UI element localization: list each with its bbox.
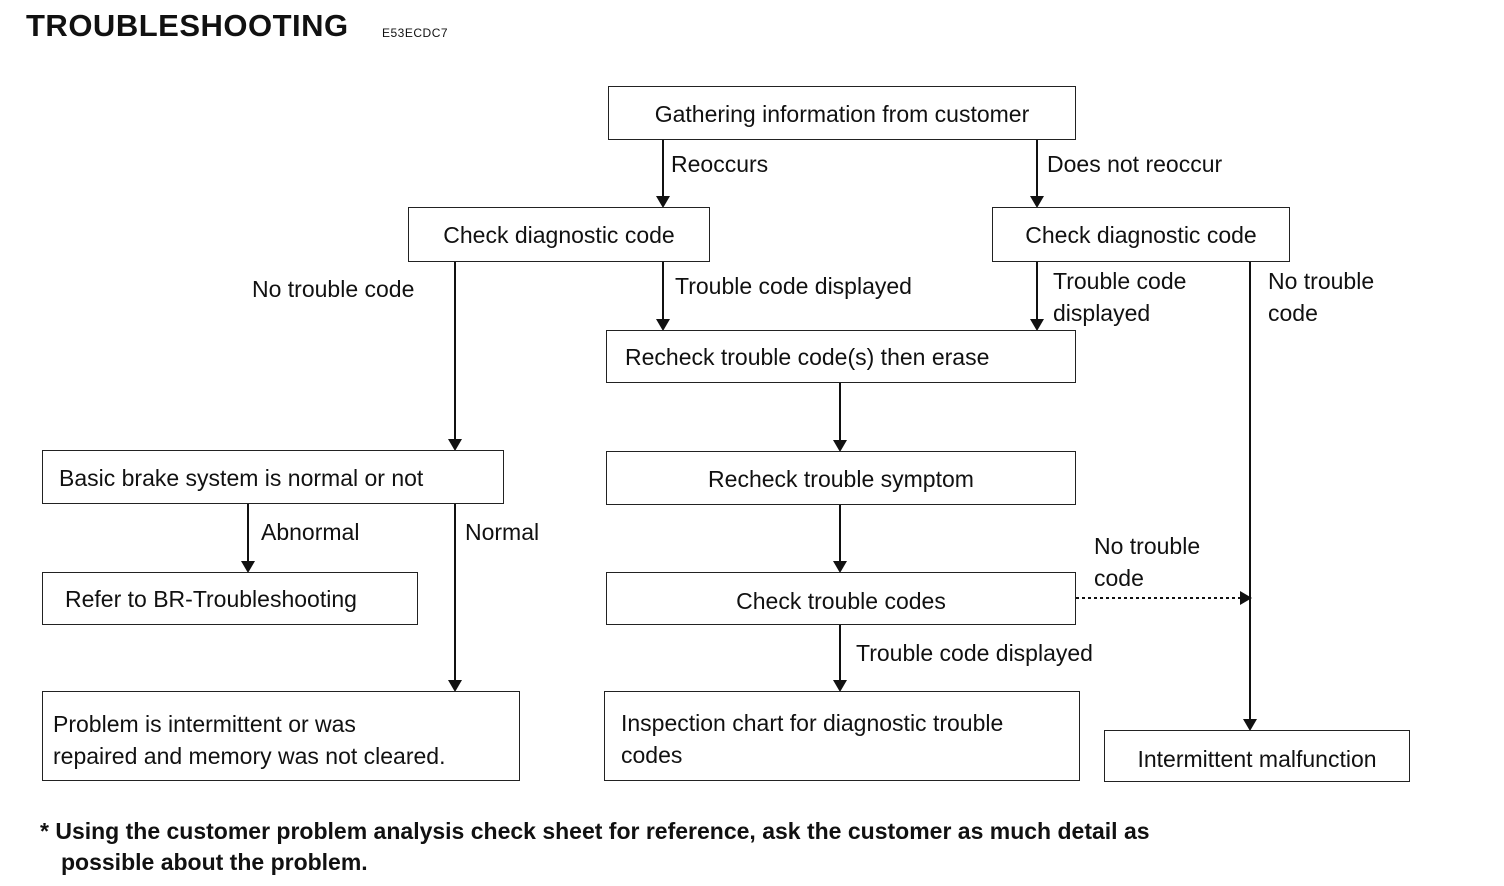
label-no-trouble-code-mid: No trouble code xyxy=(1094,530,1200,594)
label-no-trouble-mid-line1: No trouble xyxy=(1094,533,1201,559)
footnote-line-2: possible about the problem. xyxy=(61,849,368,875)
label-no-trouble-code-left: No trouble code xyxy=(252,276,415,302)
label-no-trouble-mid-line2: code xyxy=(1094,565,1144,591)
footnote-line-1: * Using the customer problem analysis ch… xyxy=(40,818,1150,844)
label-normal: Normal xyxy=(465,519,540,545)
node-basic-brake-system: Basic brake system is normal or not xyxy=(42,450,504,504)
node-recheck-trouble-symptom: Recheck trouble symptom xyxy=(606,451,1076,505)
inspection-line-1: Inspection chart for diagnostic trouble xyxy=(621,710,1004,736)
label-no-trouble-right-line2: code xyxy=(1268,300,1318,326)
inspection-line-2: codes xyxy=(621,742,683,768)
node-check-diagnostic-code-right: Check diagnostic code xyxy=(992,207,1290,262)
node-inspection-chart: Inspection chart for diagnostic trouble … xyxy=(604,691,1080,781)
label-trouble-code-right-line2: displayed xyxy=(1053,300,1151,326)
node-refer-br-troubleshooting: Refer to BR-Troubleshooting xyxy=(42,572,418,625)
document-code: E53ECDC7 xyxy=(382,26,449,40)
node-check-diagnostic-code-left: Check diagnostic code xyxy=(408,207,710,262)
label-does-not-reoccur: Does not reoccur xyxy=(1047,151,1223,177)
label-trouble-code-displayed-bottom: Trouble code displayed xyxy=(856,640,1093,666)
label-no-trouble-right-line1: No trouble xyxy=(1268,268,1375,294)
label-trouble-code-displayed-mid: Trouble code displayed xyxy=(675,273,912,299)
node-intermittent-malfunction: Intermittent malfunction xyxy=(1104,730,1410,782)
problem-line-2: repaired and memory was not cleared. xyxy=(53,743,446,769)
label-trouble-code-right-line1: Trouble code xyxy=(1053,268,1187,294)
node-gathering-information: Gathering information from customer xyxy=(608,86,1076,140)
problem-line-1: Problem is intermittent or was xyxy=(53,711,356,737)
node-problem-intermittent: Problem is intermittent or was repaired … xyxy=(42,691,520,781)
label-abnormal: Abnormal xyxy=(261,519,360,545)
label-trouble-code-right: Trouble code displayed xyxy=(1053,265,1186,329)
node-recheck-trouble-codes-erase: Recheck trouble code(s) then erase xyxy=(606,330,1076,383)
footnote: * Using the customer problem analysis ch… xyxy=(40,816,1150,878)
label-reoccurs: Reoccurs xyxy=(671,151,769,177)
label-no-trouble-code-right: No trouble code xyxy=(1268,265,1374,329)
page-title: TROUBLESHOOTING xyxy=(26,8,349,43)
node-check-trouble-codes: Check trouble codes xyxy=(606,572,1076,625)
